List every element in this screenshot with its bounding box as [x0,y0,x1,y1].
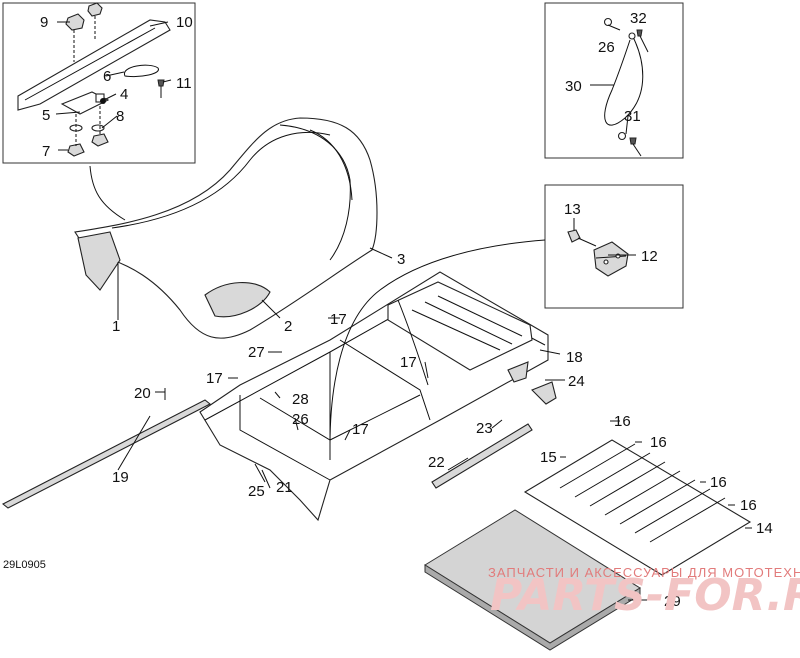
callout-4: 4 [120,86,128,103]
callout-2: 2 [284,318,292,335]
inset-hinge [544,184,684,309]
callout-16-b: 16 [650,434,667,451]
callout-13: 13 [564,201,581,218]
callout-25: 25 [248,483,265,500]
callout-16-d: 16 [740,497,757,514]
callout-26-inset: 26 [598,39,615,56]
callout-23: 23 [476,420,493,437]
callout-30: 30 [565,78,582,95]
leader-lines [55,21,752,601]
callout-19: 19 [112,469,129,486]
callout-17-d: 17 [352,421,369,438]
inset-cable [544,2,684,159]
inset-latch [2,2,196,164]
watermark: ЗАПЧАСТИ И АКСЕССУАРЫ ДЛЯ МОТОТЕХНИКИ PA… [488,565,800,621]
callout-17-b: 17 [400,354,417,371]
callout-22: 22 [428,454,445,471]
mat-29 [424,509,641,651]
callout-17-a: 17 [330,311,347,328]
seat [74,117,378,339]
callout-3: 3 [397,251,405,268]
callout-26: 26 [292,411,309,428]
figure-code: 29L0905 [3,559,46,571]
callout-7: 7 [42,143,50,160]
callout-20: 20 [134,385,151,402]
rail-19 [1,388,212,509]
callout-21: 21 [276,479,293,496]
callout-9: 9 [40,14,48,31]
callout-27: 27 [248,344,265,361]
watermark-tagline: ЗАПЧАСТИ И АКСЕССУАРЫ ДЛЯ МОТОТЕХНИКИ [488,565,800,580]
callout-6: 6 [103,68,111,85]
platform-14 [523,439,752,576]
callout-24: 24 [568,373,585,390]
callout-18: 18 [566,349,583,366]
callout-32: 32 [630,10,647,27]
callout-11: 11 [176,75,192,92]
callout-10: 10 [176,14,193,31]
callouts: 9 10 6 11 4 5 8 7 3 1 2 32 26 30 31 13 1… [40,10,773,610]
watermark-brand: PARTS-FOR.RU [490,570,800,621]
callout-16-a: 16 [614,413,631,430]
callout-8: 8 [116,108,124,125]
slat-22-23 [431,423,533,489]
callout-14: 14 [756,520,773,537]
callout-31: 31 [624,108,641,125]
frame [199,271,557,522]
callout-16-c: 16 [710,474,727,491]
callout-28: 28 [292,391,309,408]
callout-29: 29 [664,593,681,610]
callout-12: 12 [641,248,658,265]
callout-5: 5 [42,107,50,124]
callout-1: 1 [112,318,120,335]
callout-17-c: 17 [206,370,223,387]
callout-15: 15 [540,449,557,466]
